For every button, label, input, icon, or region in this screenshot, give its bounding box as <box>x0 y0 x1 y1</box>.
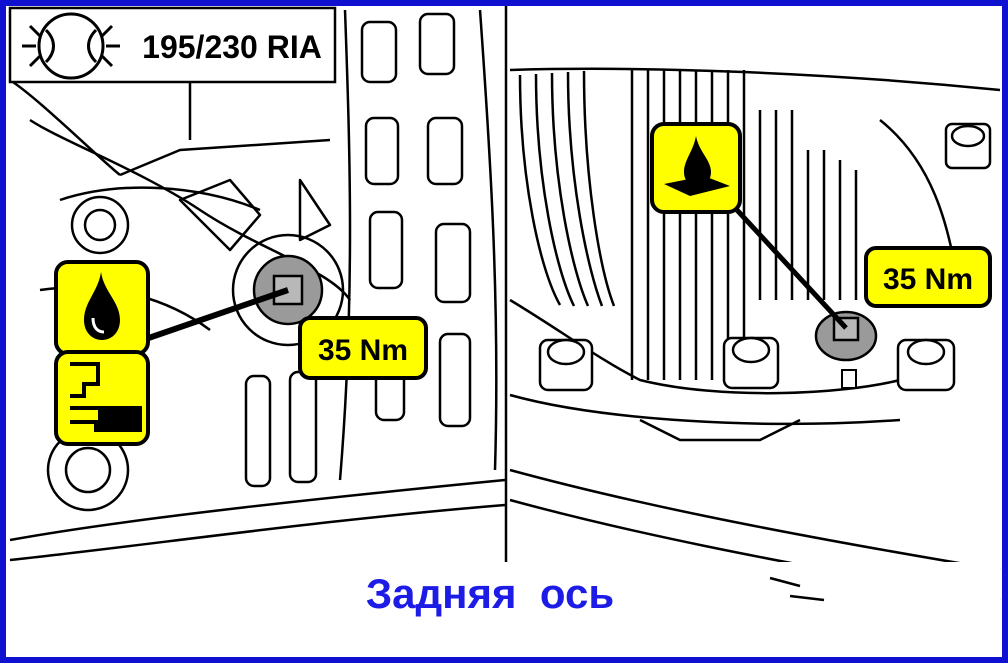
bolt-top-right <box>944 122 992 170</box>
oil-fill-level-icon <box>54 350 150 446</box>
left-panel <box>9 9 506 562</box>
bolt-right <box>896 338 956 392</box>
torque-value-left: 35 Nm <box>318 334 408 367</box>
caption-strip-lines <box>769 576 825 602</box>
model-label: 195/230 RIA <box>142 29 322 65</box>
cover-bolts <box>538 122 992 392</box>
model-header: 195/230 RIA <box>8 6 337 84</box>
bolt-left <box>538 338 594 392</box>
oil-drain-icon <box>650 122 742 214</box>
caption-strip <box>8 562 1000 657</box>
oil-drop-icon <box>54 260 150 356</box>
axle-cross-section-icon <box>22 12 120 80</box>
right-leader-line <box>722 194 848 330</box>
caption-title: Задняя ось <box>366 570 614 617</box>
bolt-center <box>722 336 780 390</box>
torque-value-right: 35 Nm <box>883 263 973 296</box>
torque-label-left: 35 Nm <box>298 316 428 380</box>
right-drain-plug <box>814 310 878 389</box>
right-panel <box>509 67 1001 602</box>
torque-label-right: 35 Nm <box>864 246 992 308</box>
